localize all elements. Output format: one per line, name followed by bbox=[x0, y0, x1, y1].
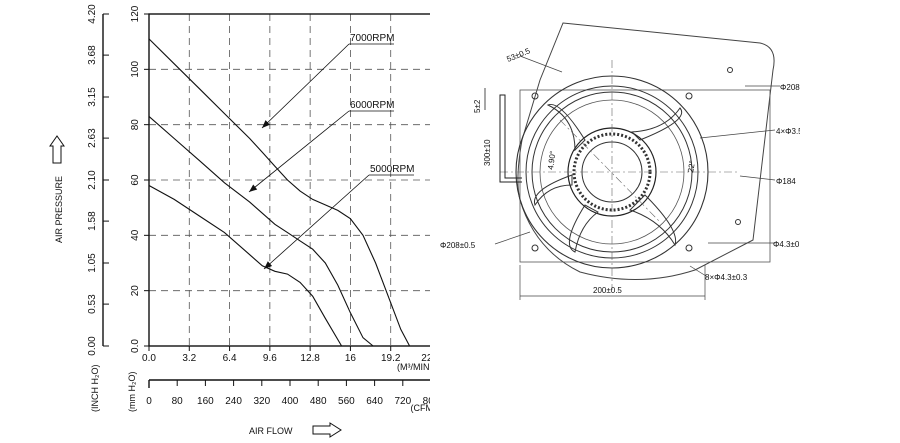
blade-2 bbox=[630, 107, 683, 141]
inch-tick-label: 3.15 bbox=[87, 87, 98, 107]
x-axis-title: AIR FLOW bbox=[249, 426, 293, 436]
series-label-6000rpm: 6000RPM bbox=[350, 100, 394, 111]
series-leader-line bbox=[248, 110, 350, 193]
inch-tick-label: 1.05 bbox=[87, 253, 98, 273]
cmm-tick-label: 19.2 bbox=[381, 353, 401, 364]
up-arrow-icon bbox=[49, 135, 65, 164]
mm-tick-label: 0.0 bbox=[130, 339, 141, 353]
cmm-tick-label: 22.4 bbox=[421, 353, 430, 364]
cfm-tick-label: 160 bbox=[197, 396, 214, 407]
lead-wire bbox=[499, 94, 522, 183]
dim-phi43: Φ4.3±0.3 bbox=[773, 240, 800, 249]
mount-hole-bl bbox=[531, 244, 539, 252]
mm-tick-label: 20 bbox=[130, 285, 141, 297]
dim-5: 5±2 bbox=[473, 99, 482, 113]
mm-tick-label: 80 bbox=[130, 119, 141, 131]
mm-tick-label: 40 bbox=[130, 229, 141, 241]
cfm-axis-ticks: 0 80 160 240 320 400 480 560 640 720 800 bbox=[146, 380, 430, 407]
series-leader-arrowhead bbox=[262, 120, 270, 128]
inch-tick-label: 2.63 bbox=[87, 128, 98, 148]
fan-dimension-drawing: 53±0.5 5±2 300±10 Φ208 4×Φ3.5±0.3 Φ184 Φ… bbox=[440, 22, 800, 300]
mm-tick-label: 100 bbox=[130, 61, 141, 78]
series-line-6000rpm bbox=[148, 115, 374, 347]
cfm-tick-label: 0 bbox=[146, 396, 152, 407]
dim-phi208: Φ208 bbox=[780, 83, 800, 92]
housing-hole-1 bbox=[727, 67, 733, 73]
series-leader-arrowhead bbox=[249, 184, 258, 192]
cfm-tick-label: 800 bbox=[423, 396, 430, 407]
blade-3 bbox=[629, 194, 677, 247]
series-line-7000rpm bbox=[148, 38, 411, 347]
cmm-tick-label: 9.6 bbox=[263, 353, 277, 364]
housing-outline bbox=[517, 22, 775, 281]
blade-5 bbox=[533, 174, 573, 207]
cfm-tick-label: 80 bbox=[172, 396, 184, 407]
mount-hole-tr bbox=[685, 92, 693, 100]
series-label-5000rpm: 5000RPM bbox=[370, 164, 414, 175]
leader-4xphi35 bbox=[699, 129, 776, 139]
dim-angle-490: 4.90° bbox=[546, 150, 558, 170]
dim-200: 200±0.5 bbox=[593, 286, 622, 295]
cfm-unit-label: (CFM) bbox=[411, 403, 431, 413]
series-line-5000rpm bbox=[148, 185, 343, 347]
leader-phi184 bbox=[739, 175, 776, 181]
inch-unit-label: (INCH H₂O) bbox=[90, 365, 100, 413]
mm-axis-ticks: 0.0 20 40 60 80 100 120 bbox=[130, 5, 149, 353]
mount-hole-br bbox=[685, 244, 693, 252]
cmm-axis-ticks: 0.0 3.2 6.4 9.6 12.8 16 19.2 22.4 bbox=[142, 346, 430, 364]
right-arrow-icon bbox=[312, 422, 342, 438]
cmm-tick-label: 16 bbox=[345, 353, 357, 364]
mm-tick-label: 120 bbox=[130, 5, 141, 22]
housing-hole-2 bbox=[735, 219, 741, 225]
inch-axis-ticks: 0.00 0.53 1.05 1.58 2.10 2.63 3.15 3.68 4.20 bbox=[87, 4, 109, 356]
y-axis-title: AIR PRESSURE bbox=[54, 176, 64, 243]
dim-53-leader bbox=[519, 55, 563, 73]
cfm-tick-label: 640 bbox=[366, 396, 383, 407]
cfm-tick-label: 320 bbox=[253, 396, 270, 407]
dim-angle-22: 22° bbox=[686, 160, 697, 173]
cfm-tick-label: 400 bbox=[282, 396, 299, 407]
series-label-7000rpm: 7000RPM bbox=[350, 33, 394, 44]
mount-hole-tl bbox=[531, 92, 539, 100]
series-leader-line bbox=[261, 43, 350, 129]
chart-series bbox=[148, 38, 411, 347]
dim-53: 53±0.5 bbox=[505, 46, 532, 64]
cmm-tick-label: 3.2 bbox=[182, 353, 196, 364]
leader-8xphi43 bbox=[689, 265, 707, 277]
leader-phi208-05 bbox=[494, 231, 531, 245]
inch-tick-label: 1.58 bbox=[87, 211, 98, 231]
cfm-tick-label: 560 bbox=[338, 396, 355, 407]
blade-1 bbox=[546, 103, 586, 152]
dim-8xphi43: 8×Φ4.3±0.3 bbox=[705, 273, 748, 282]
diagonal-centerline bbox=[559, 119, 661, 223]
blade-4 bbox=[568, 204, 599, 253]
chart-grid bbox=[149, 14, 430, 346]
cfm-tick-label: 720 bbox=[394, 396, 411, 407]
inch-tick-label: 3.68 bbox=[87, 45, 98, 65]
cmm-tick-label: 0.0 bbox=[142, 353, 156, 364]
series-labels: 7000RPM 6000RPM 5000RPM bbox=[248, 33, 414, 270]
dim-4xphi35: 4×Φ3.5±0.3 bbox=[776, 127, 800, 136]
inch-tick-label: 0.53 bbox=[87, 294, 98, 314]
dim-300: 300±10 bbox=[483, 139, 492, 166]
series-leader-arrowhead bbox=[264, 261, 273, 269]
dim-phi184: Φ184 bbox=[776, 177, 796, 186]
inch-tick-label: 4.20 bbox=[87, 4, 98, 24]
cmm-unit-label: (M³/MIN.) bbox=[397, 362, 430, 372]
cfm-tick-label: 480 bbox=[310, 396, 327, 407]
inch-tick-label: 0.00 bbox=[87, 336, 98, 356]
cfm-tick-label: 240 bbox=[225, 396, 242, 407]
inch-tick-label: 2.10 bbox=[87, 170, 98, 190]
mm-tick-label: 60 bbox=[130, 174, 141, 186]
mm-unit-label: (mm H₂O) bbox=[127, 372, 137, 412]
cmm-tick-label: 12.8 bbox=[300, 353, 320, 364]
dim-phi208-05: Φ208±0.5 bbox=[440, 241, 476, 250]
series-leader-line bbox=[263, 174, 370, 270]
cmm-tick-label: 6.4 bbox=[223, 353, 237, 364]
